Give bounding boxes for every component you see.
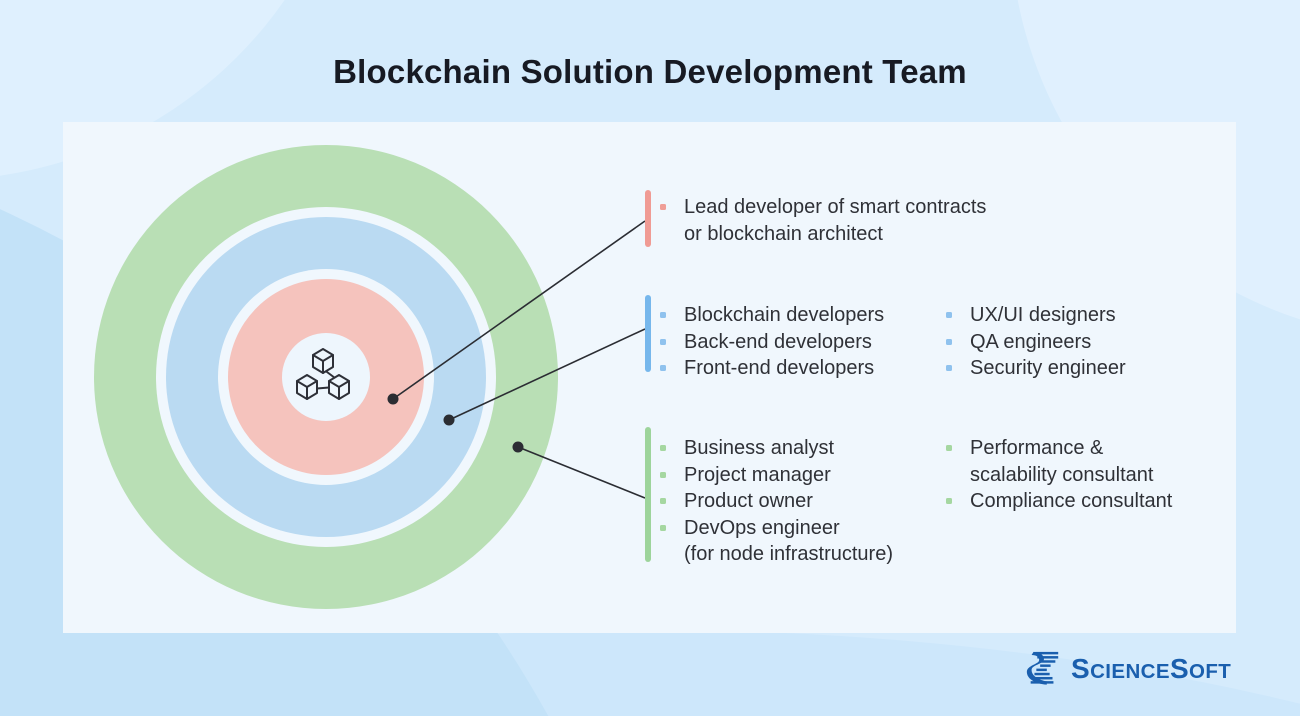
list-item: Lead developer of smart contracts or blo… xyxy=(659,194,986,247)
list-item: Back-end developers xyxy=(659,329,884,356)
role-label: Compliance consultant xyxy=(970,490,1173,512)
bullet-square-icon xyxy=(660,312,666,318)
list-core-team: Lead developer of smart contracts or blo… xyxy=(659,194,986,247)
list-item: Security engineer xyxy=(945,355,1126,382)
role-label: UX/UI designers xyxy=(970,304,1116,326)
bullet-square-icon xyxy=(946,365,952,371)
bullet-square-icon xyxy=(660,445,666,451)
role-label: Product owner xyxy=(684,490,813,512)
connector-dot-core xyxy=(387,393,399,405)
role-label: Performance & xyxy=(970,437,1104,459)
role-label: Front-end developers xyxy=(684,357,875,379)
role-label: (for node infrastructure) xyxy=(684,543,893,565)
connector-dot-supporting xyxy=(512,441,524,453)
role-label: Lead developer of smart contracts xyxy=(684,196,987,218)
accent-bar-core-team xyxy=(645,190,651,247)
list-development-team-col1: Blockchain developers Back-end developer… xyxy=(659,302,884,382)
bullet-square-icon xyxy=(946,312,952,318)
ring-hub xyxy=(282,333,370,421)
connector-line-development xyxy=(448,328,646,421)
list-item: Front-end developers xyxy=(659,355,884,382)
accent-bar-supporting-team xyxy=(645,427,651,562)
accent-bar-development-team xyxy=(645,295,651,372)
bullet-square-icon xyxy=(946,338,952,345)
bullet-square-icon xyxy=(946,498,952,504)
role-label: scalability consultant xyxy=(970,463,1154,486)
role-label: QA engineers xyxy=(970,330,1092,353)
role-label: Blockchain developers xyxy=(684,304,885,326)
role-label: Project manager xyxy=(684,463,831,486)
bullet-square-icon xyxy=(660,204,666,210)
bullet-square-icon xyxy=(660,524,666,531)
list-item: Business analyst xyxy=(659,435,893,462)
connector-line-supporting xyxy=(517,446,646,499)
bullet-square-icon xyxy=(660,365,666,371)
list-item: Project manager xyxy=(659,462,893,489)
role-label: Business analyst xyxy=(684,437,835,459)
role-label: DevOps engineer xyxy=(684,516,840,539)
wordmark-part: S xyxy=(1169,653,1190,684)
list-item: Product owner xyxy=(659,488,893,515)
bullet-square-icon xyxy=(660,471,666,478)
bullet-square-icon xyxy=(946,445,952,451)
connector-line-core xyxy=(392,220,646,400)
role-label: Back-end developers xyxy=(684,330,872,353)
role-label: Security engineer xyxy=(970,357,1126,379)
list-item: DevOps engineer (for node infrastructure… xyxy=(659,515,893,568)
list-supporting-team-col1: Business analyst Project manager Product… xyxy=(659,435,893,568)
wordmark-part: S xyxy=(1071,653,1091,684)
page-title: Blockchain Solution Development Team xyxy=(333,53,967,90)
sciencesoft-logo: SCIENCESOFT xyxy=(1024,650,1231,688)
list-supporting-team-col2: Performance & scalability consultant Com… xyxy=(945,435,1172,515)
list-item: Performance & scalability consultant xyxy=(945,435,1172,488)
connector-lines xyxy=(387,220,646,499)
list-item: UX/UI designers xyxy=(945,302,1126,329)
wordmark-part: CIENCE xyxy=(1090,660,1170,683)
sciencesoft-wordmark: SCIENCESOFT xyxy=(1071,653,1231,685)
blockchain-icon xyxy=(296,348,350,400)
sciencesoft-logo-icon xyxy=(1026,651,1059,685)
list-item: Compliance consultant xyxy=(945,488,1172,515)
diagram-panel: Lead developer of smart contracts or blo… xyxy=(63,122,1236,633)
list-development-team-col2: UX/UI designers QA engineers Security en… xyxy=(945,302,1126,382)
bullet-square-icon xyxy=(660,338,666,345)
wordmark-part: OFT xyxy=(1189,660,1232,683)
list-item: Blockchain developers xyxy=(659,302,884,329)
connector-dot-development xyxy=(443,414,455,426)
list-item: QA engineers xyxy=(945,329,1126,356)
role-label: or blockchain architect xyxy=(684,222,883,245)
bullet-square-icon xyxy=(660,498,666,504)
